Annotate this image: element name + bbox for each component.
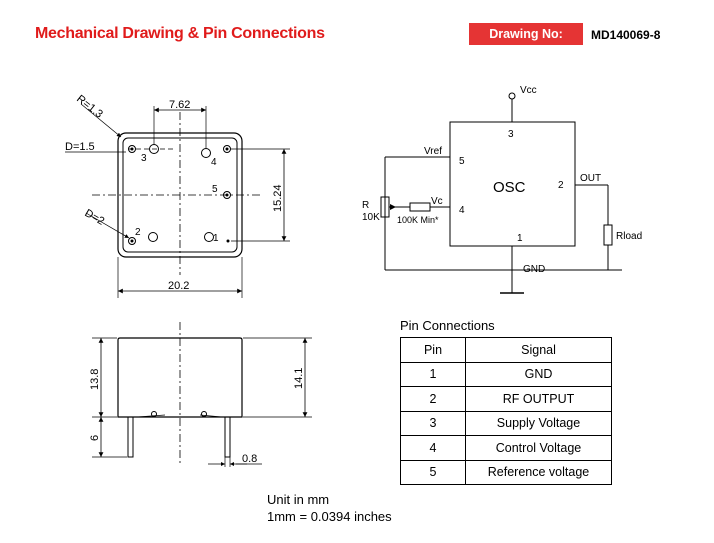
- gnd-label: GND: [523, 264, 545, 275]
- dim-overall-height: 14.1: [293, 368, 305, 389]
- vref-label: Vref: [424, 146, 442, 157]
- dim-pin-spacing: 7.62: [169, 99, 190, 111]
- pin-3-hole: [149, 144, 159, 154]
- pin-1-label: 1: [213, 233, 219, 244]
- dim-pin-width: 0.8: [242, 453, 257, 465]
- table-row: 3 Supply Voltage: [400, 410, 612, 436]
- pin-1-hole: [204, 232, 214, 242]
- table-row: 4 Control Voltage: [400, 435, 612, 461]
- schematic: [380, 92, 622, 294]
- r-series: [409, 202, 431, 212]
- dim-pin-length: 6: [89, 435, 101, 441]
- pin-4-hole: [201, 148, 211, 158]
- r-label: R: [362, 200, 369, 211]
- dim-body-height: 13.8: [89, 369, 101, 390]
- rload-resistor: [603, 224, 613, 246]
- pin-number: 1: [400, 361, 466, 387]
- pin-5-hole: [223, 191, 231, 199]
- pin-3-label: 3: [141, 153, 147, 164]
- top-view: [65, 103, 290, 298]
- dim-pin-diameter: D=1.5: [65, 141, 95, 153]
- unit-conversion-note: 1mm = 0.0394 inches: [267, 509, 392, 524]
- pin-connections-table: Pin Signal 1 GND 2 RF OUTPUT 3 Supply Vo…: [400, 337, 612, 485]
- table-row: 5 Reference voltage: [400, 459, 612, 485]
- pin-out-number: 2: [558, 180, 564, 191]
- pin-2-corner: [128, 237, 136, 245]
- header-pin: Pin: [400, 337, 466, 363]
- page-title: Mechanical Drawing & Pin Connections: [35, 25, 325, 42]
- drawing-number-label: Drawing No:: [469, 23, 583, 45]
- pin-2-label: 2: [135, 227, 141, 238]
- unit-note: Unit in mm: [267, 492, 330, 507]
- vc-label: Vc: [431, 196, 443, 207]
- pin-signal: Control Voltage: [465, 435, 612, 461]
- r-value: 10K: [362, 212, 380, 223]
- header-signal: Signal: [465, 337, 612, 363]
- pin-signal: Reference voltage: [465, 459, 612, 485]
- vcc-label: Vcc: [520, 85, 537, 96]
- osc-label: OSC: [493, 179, 526, 196]
- dim-width: 20.2: [168, 280, 189, 292]
- pin-number: 3: [400, 410, 466, 436]
- pin-4-corner: [223, 145, 231, 153]
- pin-vcc-number: 3: [508, 129, 514, 140]
- drawing-number: MD140069-8: [591, 28, 661, 42]
- out-label: OUT: [580, 173, 601, 184]
- dim-radius: R=1.3: [74, 93, 105, 121]
- vcc-terminal: [508, 92, 516, 100]
- table-header-row: Pin Signal: [400, 337, 612, 363]
- pin-gnd-number: 1: [517, 233, 523, 244]
- side-view-labels: 13.8 6 14.1 0.8: [89, 368, 305, 465]
- pin-number: 4: [400, 435, 466, 461]
- pin-3-marker: [128, 145, 136, 153]
- table-row: 1 GND: [400, 361, 612, 387]
- dim-height: 15.24: [272, 184, 284, 212]
- pin-connections-title: Pin Connections: [400, 318, 495, 333]
- r2-value: 100K Min*: [397, 215, 439, 225]
- pin-vc-number: 4: [459, 205, 465, 216]
- top-view-labels: R=1.3 7.62 D=1.5 D=2 15.24 20.2 3 4 5 2 …: [65, 93, 284, 292]
- side-view: [92, 322, 312, 467]
- pin-5-label: 5: [212, 184, 218, 195]
- left-lead: [127, 416, 134, 458]
- pin-signal: RF OUTPUT: [465, 386, 612, 412]
- side-body: [117, 337, 243, 418]
- rload-label: Rload: [616, 231, 642, 242]
- pin-number: 2: [400, 386, 466, 412]
- pin-vref-number: 5: [459, 156, 465, 167]
- pin-signal: Supply Voltage: [465, 410, 612, 436]
- right-lead: [224, 416, 231, 458]
- dim-standoff-diameter: D=2: [83, 207, 107, 228]
- pin-4-label: 4: [211, 157, 217, 168]
- schematic-labels: Vcc 3 Vref 5 Vc 4 R 10K 100K Min* OSC OU…: [362, 85, 642, 275]
- pin-signal: GND: [465, 361, 612, 387]
- pin-2-hole: [148, 232, 158, 242]
- pin-number: 5: [400, 459, 466, 485]
- table-row: 2 RF OUTPUT: [400, 386, 612, 412]
